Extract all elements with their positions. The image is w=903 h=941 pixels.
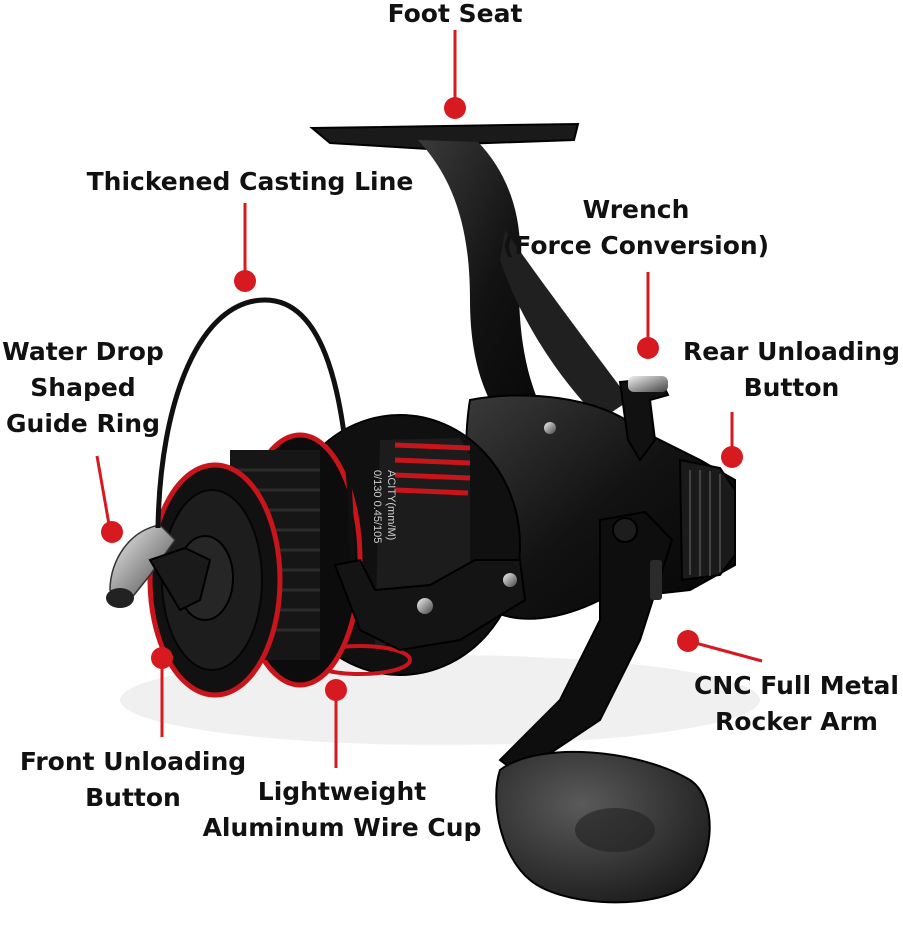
- dot-front-button: [151, 647, 173, 669]
- spool-text-line1: ACITY(mm/M): [385, 470, 397, 540]
- front-knob: [148, 546, 212, 612]
- label-foot-seat: Foot Seat: [387, 0, 523, 28]
- rear-knob: [678, 458, 736, 582]
- guide-ring: [109, 524, 176, 601]
- dot-foot-seat: [444, 97, 466, 119]
- leader-guide-ring: [95, 455, 112, 531]
- dot-rear-button: [721, 446, 743, 468]
- dot-wire-cup: [325, 679, 347, 701]
- label-casting-line: Thickened Casting Line: [86, 167, 414, 196]
- leader-rocker-arm: [687, 639, 763, 663]
- dot-wrench: [637, 337, 659, 359]
- label-rocker-arm: CNC Full Metal Rocker Arm: [693, 671, 900, 736]
- callout-dots: [101, 97, 743, 701]
- label-guide-ring: Water Drop Shaped Guide Ring: [2, 337, 164, 438]
- callout-lines: [95, 30, 763, 768]
- label-wrench: Wrench (Force Conversion): [502, 195, 770, 260]
- reel-stem: [418, 140, 560, 440]
- dot-guide-ring: [101, 521, 123, 543]
- bail-wire: [155, 297, 355, 561]
- dot-rocker-arm: [677, 630, 699, 652]
- label-rear-button: Rear Unloading Button: [683, 337, 900, 402]
- spool-text-line2: 0/130 0.45/105: [371, 470, 383, 543]
- label-front-button: Front Unloading Button: [19, 747, 247, 812]
- dot-casting-line: [234, 270, 256, 292]
- label-wire-cup: Lightweight Aluminum Wire Cup: [202, 777, 482, 842]
